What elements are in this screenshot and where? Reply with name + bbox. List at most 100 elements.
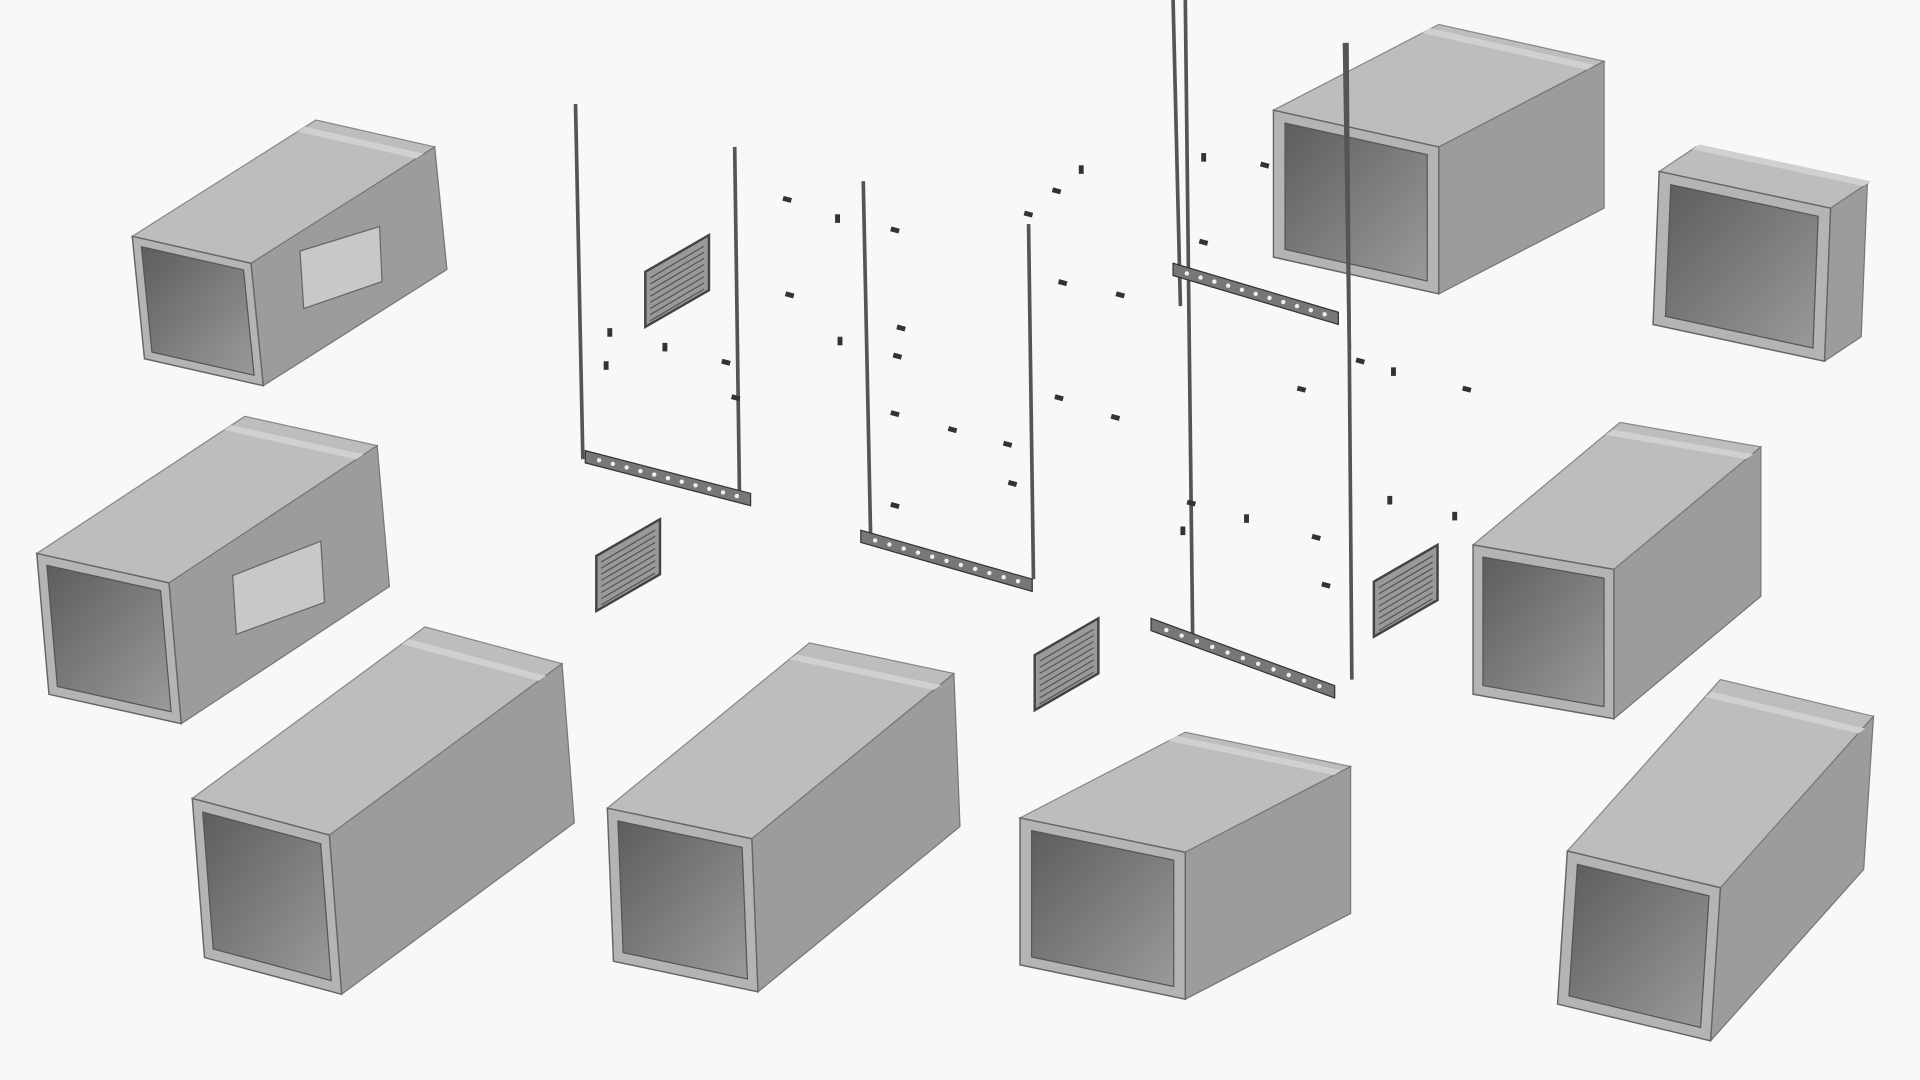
rectangular-duct — [190, 626, 575, 996]
grille-slat — [1378, 555, 1433, 589]
bolt — [1387, 495, 1393, 505]
channel-hole — [624, 465, 629, 470]
grille-slat — [1378, 598, 1433, 632]
bolt — [782, 195, 792, 203]
bolt — [1023, 210, 1034, 218]
duct-opening — [1482, 556, 1605, 708]
bolt — [607, 328, 613, 337]
channel-hole — [1301, 678, 1307, 683]
bolt — [1311, 533, 1321, 541]
channel-hole — [1240, 655, 1246, 661]
grille-slat — [600, 548, 656, 581]
grille-slat — [600, 566, 656, 600]
rectangular-duct — [1018, 731, 1353, 1001]
channel-hole — [1198, 275, 1203, 280]
channel-hole — [872, 538, 878, 543]
bolt — [1296, 385, 1307, 393]
channel-hole — [944, 558, 949, 564]
rectangular-duct — [1471, 421, 1763, 721]
grille-slat — [1039, 665, 1094, 699]
grille-slat — [600, 560, 656, 594]
grille-slat — [1378, 573, 1433, 607]
bolt — [890, 502, 900, 509]
grille-slat — [649, 245, 705, 279]
duct-flange — [401, 639, 547, 681]
threaded-rod — [1171, 0, 1183, 307]
bolt — [1321, 581, 1331, 589]
bolt — [890, 410, 900, 418]
duct-hanger — [860, 181, 1036, 593]
bolt — [1461, 385, 1472, 393]
bolt — [1391, 367, 1396, 376]
bolt — [1259, 161, 1270, 169]
channel-hole — [1194, 639, 1200, 644]
grille-slat — [1039, 641, 1094, 674]
channel-hole — [1001, 574, 1006, 580]
duct-group — [35, 23, 1875, 1043]
rectangular-duct — [130, 119, 448, 387]
grille-slat — [649, 257, 705, 291]
grille-slat — [600, 572, 656, 606]
channel-hole — [707, 486, 712, 492]
duct-flange — [1705, 691, 1866, 734]
channel-hole — [887, 542, 892, 547]
rectangular-duct — [605, 642, 961, 994]
bolt — [1078, 165, 1084, 174]
rectangular-duct — [35, 415, 391, 725]
channel-hole — [987, 570, 992, 576]
bolt — [603, 361, 609, 370]
grille-slat — [600, 529, 656, 563]
channel-hole — [1212, 279, 1217, 284]
bolt — [1115, 291, 1126, 299]
air-grille — [644, 232, 711, 330]
duct-flange — [1605, 429, 1754, 460]
channel-hole — [1286, 672, 1291, 678]
channel-hole — [1225, 650, 1230, 655]
grille-slat — [1039, 659, 1094, 693]
channel-hole — [1271, 667, 1276, 672]
bolt — [1007, 479, 1018, 487]
grille-slat — [600, 541, 656, 575]
hanger-group — [573, 0, 1472, 713]
channel-hole — [1255, 661, 1261, 666]
channel-hole — [901, 546, 906, 551]
channel-hole — [651, 472, 657, 477]
bolt — [896, 324, 906, 332]
bolt — [835, 214, 840, 223]
channel-hole — [1210, 644, 1215, 650]
air-grille — [595, 517, 662, 614]
air-grille — [1033, 616, 1100, 713]
grille-slat — [1378, 592, 1433, 626]
rectangular-duct — [1652, 144, 1872, 363]
duct-opening — [1284, 122, 1428, 282]
channel-hole — [610, 461, 616, 467]
channel-hole — [1164, 627, 1169, 633]
grille-slat — [1378, 579, 1433, 613]
channel-hole — [972, 566, 978, 572]
duct-opening — [1568, 863, 1710, 1029]
grille-slat — [649, 263, 705, 297]
bolt — [892, 352, 903, 360]
channel-hole — [1267, 295, 1272, 301]
channel-hole — [915, 550, 921, 555]
duct-flange — [224, 425, 364, 460]
duct-opening — [46, 564, 172, 713]
channel-hole — [1294, 303, 1300, 309]
duct-opening — [202, 811, 332, 982]
threaded-rod — [1183, 0, 1195, 637]
duct-flange — [1692, 144, 1872, 187]
channel-hole — [1239, 287, 1245, 292]
bolt — [730, 394, 741, 402]
channel-hole — [1015, 579, 1021, 584]
duct-opening — [1030, 829, 1175, 988]
duct-side-register — [232, 540, 326, 636]
bolt — [1057, 279, 1068, 287]
grille-slat — [1039, 634, 1094, 668]
channel-hole — [720, 490, 726, 495]
threaded-rod — [861, 181, 873, 537]
channel-hole — [1179, 633, 1184, 638]
duct-flange — [1422, 28, 1595, 70]
channel-hole — [1317, 684, 1322, 689]
threaded-rod — [573, 104, 585, 460]
